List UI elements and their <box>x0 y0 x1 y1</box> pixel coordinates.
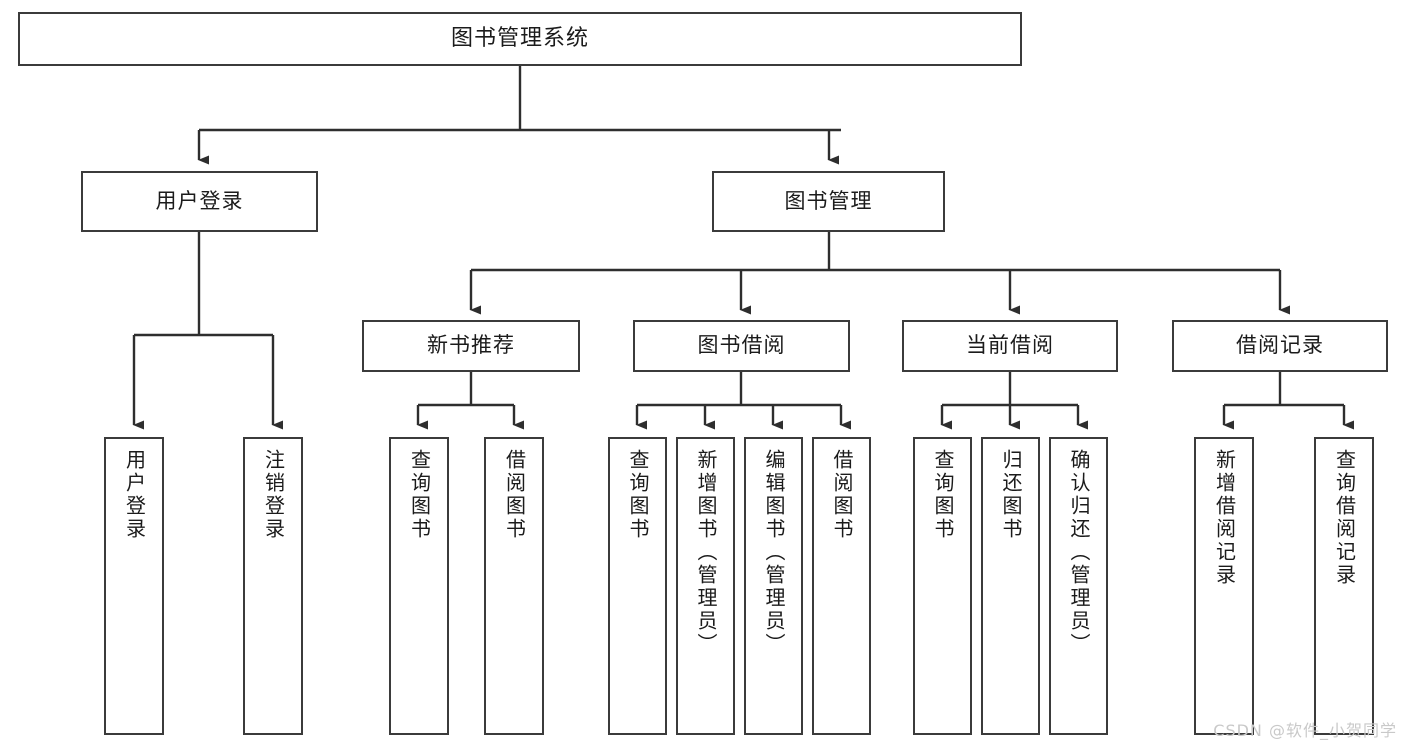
node-root-system[interactable]: 图书管理系统 <box>18 12 1022 66</box>
node-label: 新增图书（管理员） <box>694 449 718 656</box>
leaf-user-login-logout[interactable]: 注销登录 <box>243 437 303 735</box>
node-label: 借阅图书 <box>830 449 854 541</box>
node-label: 注销登录 <box>261 449 286 541</box>
node-label: 用户登录 <box>122 449 147 541</box>
node-current-borrow[interactable]: 当前借阅 <box>902 320 1118 372</box>
node-label: 确认归还（管理员） <box>1067 449 1091 656</box>
node-label: 查询借阅记录 <box>1332 449 1357 587</box>
leaf-user-login-login[interactable]: 用户登录 <box>104 437 164 735</box>
node-label: 图书管理系统 <box>450 25 589 51</box>
node-label: 图书管理 <box>784 188 873 213</box>
node-new-book-recommend[interactable]: 新书推荐 <box>362 320 580 372</box>
leaf-borrow-query-book[interactable]: 查询图书 <box>608 437 667 735</box>
leaf-new-book-borrow[interactable]: 借阅图书 <box>484 437 544 735</box>
node-label: 图书借阅 <box>697 333 786 358</box>
node-label: 查询图书 <box>407 449 432 541</box>
node-borrow-records[interactable]: 借阅记录 <box>1172 320 1388 372</box>
node-label: 查询图书 <box>931 449 955 541</box>
leaf-new-book-query[interactable]: 查询图书 <box>389 437 449 735</box>
node-book-management[interactable]: 图书管理 <box>712 171 945 232</box>
node-label: 查询图书 <box>626 449 650 541</box>
leaf-current-query-book[interactable]: 查询图书 <box>913 437 972 735</box>
node-label: 用户登录 <box>155 188 244 213</box>
node-book-borrow[interactable]: 图书借阅 <box>633 320 850 372</box>
node-label: 编辑图书（管理员） <box>762 449 786 656</box>
node-label: 借阅图书 <box>502 449 527 541</box>
leaf-records-add-record[interactable]: 新增借阅记录 <box>1194 437 1254 735</box>
node-label: 新增借阅记录 <box>1212 449 1237 587</box>
leaf-borrow-edit-book-admin[interactable]: 编辑图书（管理员） <box>744 437 803 735</box>
leaf-records-query-record[interactable]: 查询借阅记录 <box>1314 437 1374 735</box>
leaf-current-confirm-return-admin[interactable]: 确认归还（管理员） <box>1049 437 1108 735</box>
node-label: 归还图书 <box>999 449 1023 541</box>
leaf-current-return-book[interactable]: 归还图书 <box>981 437 1040 735</box>
leaf-borrow-add-book-admin[interactable]: 新增图书（管理员） <box>676 437 735 735</box>
leaf-borrow-borrow-book[interactable]: 借阅图书 <box>812 437 871 735</box>
node-label: 新书推荐 <box>427 333 515 358</box>
node-label: 当前借阅 <box>966 333 1054 358</box>
node-user-login[interactable]: 用户登录 <box>81 171 318 232</box>
node-label: 借阅记录 <box>1236 333 1324 358</box>
